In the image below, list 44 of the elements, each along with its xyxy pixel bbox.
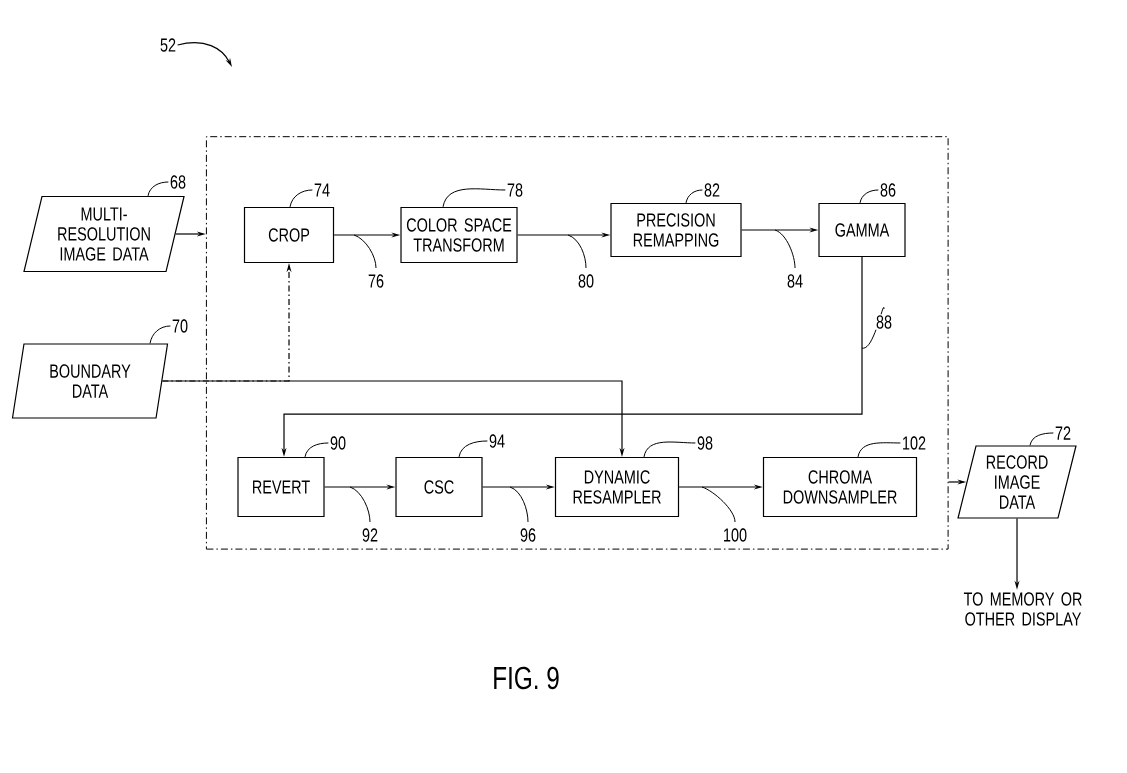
leader-line xyxy=(458,440,488,458)
leader-line xyxy=(859,189,879,204)
leader-line xyxy=(1029,432,1054,446)
leader-line xyxy=(147,181,169,197)
dashed-frame xyxy=(205,136,949,550)
reference-numeral: 90 xyxy=(330,436,346,450)
reference-numeral: 68 xyxy=(170,175,186,189)
edge-label: 88 xyxy=(876,315,892,329)
leader-line xyxy=(149,325,171,344)
leader-line xyxy=(304,442,329,458)
data-parallelogram: RECORD IMAGE DATA xyxy=(957,445,1077,519)
edge-label: 80 xyxy=(578,274,594,288)
reference-numeral: 52 xyxy=(160,38,176,52)
reference-numeral: 82 xyxy=(704,183,720,197)
output-text: TO MEMORY OR OTHER DISPLAY xyxy=(963,592,1082,626)
leader-line xyxy=(685,189,703,204)
reference-numeral: 86 xyxy=(880,183,896,197)
leader-line xyxy=(289,189,313,208)
process-box: CHROMA DOWNSAMPLER xyxy=(762,456,918,518)
process-box: DYNAMIC RESAMPLER xyxy=(554,456,680,518)
edge-label: 96 xyxy=(520,528,536,542)
process-box: PRECISION REMAPPING xyxy=(610,202,742,258)
figure-caption: FIG. 9 xyxy=(494,666,559,690)
edge-label: 92 xyxy=(362,528,378,542)
edge-label: 76 xyxy=(368,274,384,288)
process-box: COLOR SPACE TRANSFORM xyxy=(400,206,518,264)
data-parallelogram: MULTI- RESOLUTION IMAGE DATA xyxy=(23,195,185,273)
process-box: REVERT xyxy=(237,456,325,518)
edge-label: 100 xyxy=(724,528,747,542)
reference-numeral: 72 xyxy=(1055,426,1071,440)
leader-line xyxy=(643,441,696,458)
reference-numeral: 74 xyxy=(314,183,330,197)
edge-label: 84 xyxy=(787,274,803,288)
process-box: CSC xyxy=(395,456,483,518)
leader-line xyxy=(442,188,506,208)
data-parallelogram: BOUNDARY DATA xyxy=(11,343,169,419)
process-box: CROP xyxy=(243,206,335,264)
reference-numeral: 98 xyxy=(697,436,713,450)
leader-line xyxy=(857,442,901,458)
reference-numeral: 70 xyxy=(172,319,188,333)
process-box: GAMMA xyxy=(818,202,906,258)
reference-numeral: 94 xyxy=(489,434,505,448)
reference-numeral: 78 xyxy=(507,183,523,197)
reference-numeral: 102 xyxy=(903,436,926,450)
